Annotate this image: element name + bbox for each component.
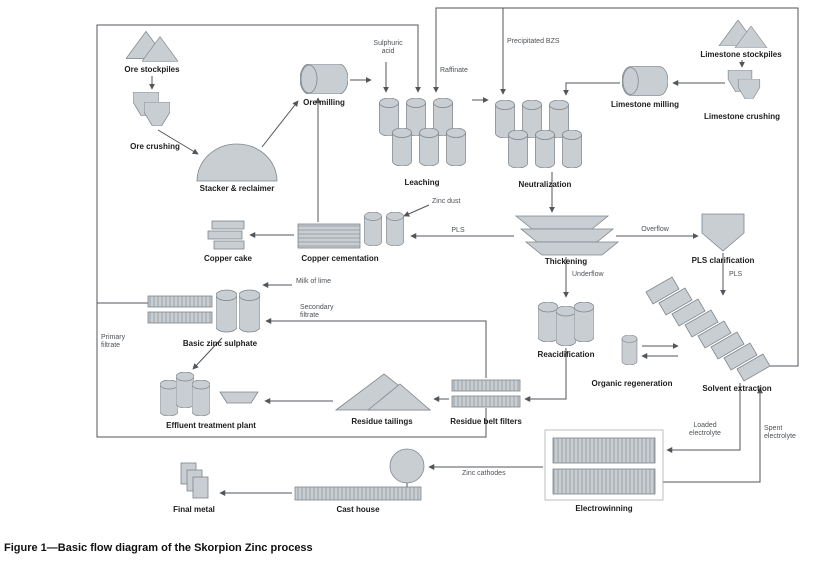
- neutralization-tanks: [494, 100, 583, 168]
- effluent-treatment-plant-icon: [160, 372, 259, 416]
- electrowinning-cells: [544, 429, 664, 501]
- label-solvent-extraction: Solvent extraction: [702, 384, 772, 393]
- label-raffinate: Raffinate: [440, 67, 468, 74]
- flow-crushing-to-stacker: [157, 129, 199, 155]
- limestone-crushing-icon: [727, 70, 761, 99]
- label-thickening: Thickening: [544, 257, 588, 266]
- flow-lines: [96, 7, 799, 496]
- label-loaded-electrolyte: Loaded electrolyte: [689, 422, 721, 438]
- label-underflow: Underflow: [572, 271, 604, 278]
- label-zinc-dust: Zinc dust: [432, 198, 461, 205]
- label-ore-milling: Ore milling: [303, 98, 345, 107]
- label-reacidification: Reacidification: [537, 350, 595, 359]
- flow-secondary-filtrate: [265, 318, 487, 378]
- basic-zinc-sulphate-icon: [147, 289, 260, 333]
- flow-limestone-milling-to-neutralization: [563, 82, 620, 96]
- cast-house-conveyor: [294, 486, 422, 501]
- label-copper-cake: Copper cake: [203, 254, 253, 263]
- label-stacker-reclaimer: Stacker & reclaimer: [199, 184, 275, 193]
- label-organic-regeneration: Organic regeneration: [591, 379, 673, 388]
- label-precipitated-bzs: Precipitated BZS: [507, 38, 560, 45]
- label-electrowinning: Electrowinning: [575, 504, 633, 513]
- label-milk-of-lime: Milk of lime: [296, 278, 332, 285]
- label-limestone-milling: Limestone milling: [610, 100, 680, 109]
- flow-zinc-dust: [403, 204, 430, 217]
- label-residue-tailings: Residue tailings: [351, 417, 413, 426]
- label-neutralization: Neutralization: [518, 180, 572, 189]
- ore-stockpiles-icon: [126, 30, 178, 62]
- flow-bzs-to-etp: [192, 337, 223, 370]
- label-pls-clarification: PLS clarification: [691, 256, 755, 265]
- label-ore-stockpiles: Ore stockpiles: [124, 65, 180, 74]
- final-metal-sheets: [180, 462, 209, 499]
- label-pls-to-cementation: PLS: [451, 227, 465, 234]
- flow-stacker-to-milling: [261, 100, 299, 148]
- flow-loaded-electrolyte: [666, 383, 741, 453]
- stacker-reclaimer-dome: [196, 143, 278, 182]
- label-spent-electrolyte: Spent electrolyte: [764, 425, 796, 441]
- pls-clarifier-icon: [701, 213, 745, 252]
- flow-primary-filtrate-recycle: [96, 24, 487, 438]
- cast-house-furnace: [389, 448, 425, 484]
- copper-cementation-icon: [297, 212, 404, 249]
- ore-mill-cylinder: [300, 64, 348, 94]
- label-limestone-stockpiles: Limestone stockpiles: [700, 50, 782, 59]
- leaching-tanks: [378, 98, 467, 166]
- ore-crushing-icon: [133, 92, 170, 126]
- figure-caption: Figure 1—Basic flow diagram of the Skorp…: [4, 542, 313, 554]
- flow-raffinate-recycle: [433, 7, 799, 367]
- label-zinc-cathodes: Zinc cathodes: [462, 470, 506, 477]
- limestone-mill-cylinder: [622, 66, 668, 96]
- label-residue-belt-filters: Residue belt filters: [450, 417, 522, 426]
- flow-spent-electrolyte: [663, 387, 763, 483]
- label-secondary-filtrate: Secondary filtrate: [300, 304, 334, 320]
- label-overflow: Overflow: [641, 226, 669, 233]
- label-cast-house: Cast house: [336, 505, 380, 514]
- label-pls-to-sx: PLS: [729, 271, 743, 278]
- reacidification-tanks: [538, 302, 594, 346]
- label-ore-crushing: Ore crushing: [130, 142, 180, 151]
- solvent-extraction-cells: [645, 276, 771, 382]
- limestone-stockpiles-icon: [718, 20, 768, 48]
- label-final-metal: Final metal: [173, 505, 215, 514]
- label-primary-filtrate: Primary filtrate: [101, 334, 126, 350]
- residue-belt-filters-icon: [451, 379, 521, 408]
- residue-tailings-icon: [334, 373, 432, 411]
- thickener-icon: [514, 215, 620, 256]
- copper-cake-icon: [207, 220, 245, 250]
- label-limestone-crushing: Limestone crushing: [703, 112, 781, 121]
- label-effluent-treatment-plant: Effluent treatment plant: [166, 421, 256, 430]
- label-leaching: Leaching: [404, 178, 440, 187]
- flow-reacidification-to-belt-filters: [524, 348, 567, 402]
- label-copper-cementation: Copper cementation: [301, 254, 379, 263]
- organic-regeneration-tank: [621, 335, 638, 365]
- label-sulphuric-acid: Sulphuric acid: [373, 40, 403, 56]
- label-basic-zinc-sulphate: Basic zinc sulphate: [182, 339, 258, 348]
